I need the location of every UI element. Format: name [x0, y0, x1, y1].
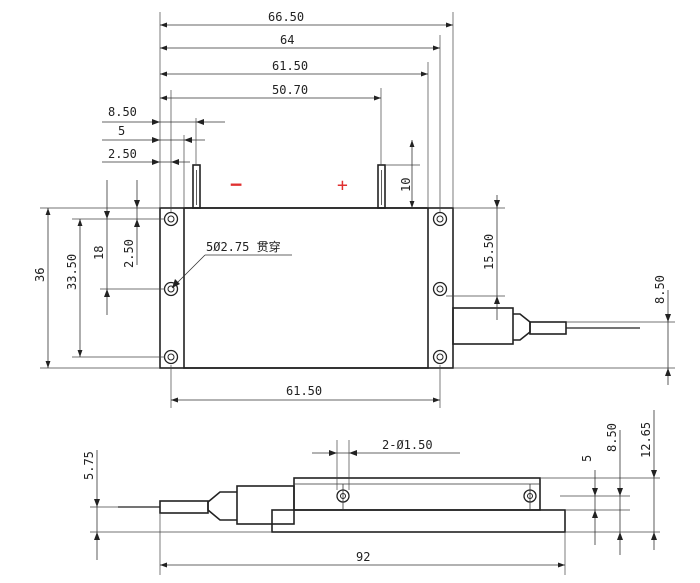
dim-flange-width: 64 — [280, 33, 294, 47]
fiber-pigtail-side — [118, 485, 295, 525]
dim-pin-offset-mid: 5 — [118, 124, 125, 138]
dim-side-a: 5 — [580, 455, 594, 462]
hole-note: 5Ø2.75 贯穿 — [206, 239, 281, 254]
dim-overall-width: 66.50 — [268, 10, 304, 24]
dim-overall-length: 92 — [356, 550, 370, 564]
dim-left-hole-pitch: 18 — [92, 246, 106, 260]
right-dimensions: 15.50 8.50 — [446, 195, 675, 385]
flange-plate — [159, 207, 454, 369]
side-body — [293, 477, 541, 511]
positive-polarity: + — [337, 175, 348, 196]
left-dimensions: 36 33.50 18 2.50 — [33, 180, 165, 369]
side-view: 2-Ø1.50 5.75 5 8.50 12.65 92 — [82, 410, 660, 575]
dim-fiber-height: 15.50 — [482, 234, 496, 270]
dim-side-c: 12.65 — [639, 422, 653, 458]
module-body — [183, 207, 429, 369]
negative-polarity: − — [230, 172, 242, 196]
bottom-dimension: 61.50 — [170, 365, 441, 408]
dim-hole-spacing-x: 61.50 — [272, 59, 308, 73]
mounting-holes — [163, 211, 448, 365]
positive-pin — [377, 164, 386, 209]
dim-fiber-offset: 8.50 — [653, 275, 667, 304]
dim-side-hole-note: 2-Ø1.50 — [382, 438, 433, 452]
top-view: 66.50 64 61.50 50.70 8.50 5 2.50 10 − + — [33, 10, 675, 408]
dim-height-total: 36 — [33, 268, 47, 282]
dim-pin-offset-inner: 2.50 — [108, 147, 137, 161]
fiber-pigtail-top — [452, 307, 640, 345]
side-base — [271, 509, 566, 533]
dim-side-left-height: 5.75 — [82, 451, 96, 480]
negative-pin — [192, 164, 201, 209]
dim-pin-height: 10 — [399, 178, 413, 192]
dim-left-edge-offset: 2.50 — [122, 239, 136, 268]
dim-pin-offset-outer: 8.50 — [108, 105, 137, 119]
dim-side-b: 8.50 — [605, 423, 619, 452]
dim-bottom-hole-spacing: 61.50 — [286, 384, 322, 398]
dim-hole-spacing-y: 33.50 — [65, 254, 79, 290]
dim-pin-spacing: 50.70 — [272, 83, 308, 97]
top-dimensions: 66.50 64 61.50 50.70 8.50 5 2.50 10 — [102, 10, 454, 212]
